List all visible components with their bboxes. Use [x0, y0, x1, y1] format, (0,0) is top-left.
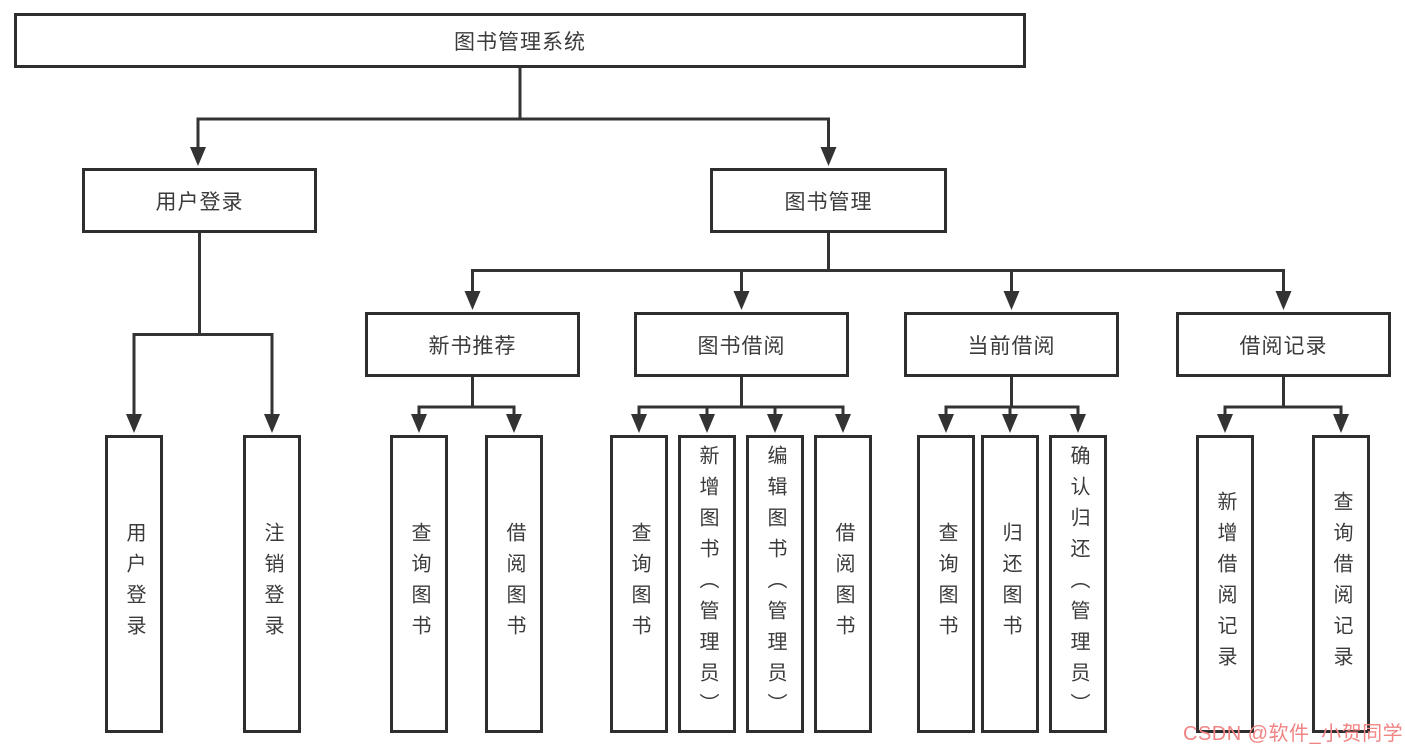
leaf-record-query-label: 查询借阅记录: [1330, 491, 1352, 677]
leaf-current-confirm-return-admin: 确认归还（管理员）: [1049, 435, 1107, 733]
node-current-borrow: 当前借阅: [904, 312, 1119, 377]
leaf-recommend-query-book-label: 查询图书: [408, 522, 430, 646]
leaf-current-confirm-return-admin-label: 确认归还（管理员）: [1067, 444, 1089, 724]
leaf-borrow-borrow-book-label: 借阅图书: [832, 522, 854, 646]
leaf-record-add: 新增借阅记录: [1196, 435, 1254, 733]
leaf-current-return-book-label: 归还图书: [999, 522, 1021, 646]
arrowheads-level3: [464, 291, 1292, 310]
leaf-user-login-label: 用户登录: [123, 522, 145, 646]
node-system-root-label: 图书管理系统: [454, 30, 586, 54]
leaf-logout-login: 注销登录: [243, 435, 301, 733]
node-borrow-record: 借阅记录: [1176, 312, 1391, 377]
node-book-management-label: 图书管理: [784, 190, 873, 214]
node-user-login: 用户登录: [82, 168, 317, 233]
connector-user-login-subtree: [132, 233, 274, 416]
node-book-borrow: 图书借阅: [634, 312, 849, 377]
leaf-current-query-book: 查询图书: [917, 435, 975, 733]
leaf-borrow-query-book: 查询图书: [610, 435, 668, 733]
leaf-borrow-add-book-admin-label: 新增图书（管理员）: [696, 444, 718, 724]
leaf-current-return-book: 归还图书: [981, 435, 1039, 733]
node-new-book-recommend-label: 新书推荐: [428, 334, 517, 358]
leaf-user-login: 用户登录: [105, 435, 163, 733]
leaf-current-query-book-label: 查询图书: [935, 522, 957, 646]
node-borrow-record-label: 借阅记录: [1239, 334, 1328, 358]
node-current-borrow-label: 当前借阅: [967, 334, 1056, 358]
node-new-book-recommend: 新书推荐: [365, 312, 580, 377]
leaf-borrow-borrow-book: 借阅图书: [814, 435, 872, 733]
leaf-recommend-borrow-book: 借阅图书: [485, 435, 543, 733]
leaf-borrow-edit-book-admin-label: 编辑图书（管理员）: [764, 444, 786, 724]
leaf-recommend-borrow-book-label: 借阅图书: [503, 522, 525, 646]
leaf-borrow-add-book-admin: 新增图书（管理员）: [678, 435, 736, 733]
leaf-logout-login-label: 注销登录: [261, 522, 283, 646]
leaf-borrow-query-book-label: 查询图书: [628, 522, 650, 646]
connector-book-management-subtree: [471, 233, 1285, 293]
node-system-root: 图书管理系统: [14, 13, 1026, 68]
arrowheads-level2: [190, 147, 837, 166]
csdn-watermark: CSDN @软件_小贺同学: [1183, 723, 1404, 745]
node-user-login-label: 用户登录: [155, 190, 244, 214]
arrowheads-leaves: [411, 414, 1349, 433]
connector-leaf-groups: [417, 377, 1343, 417]
connector-root-to-level2: [196, 68, 830, 149]
node-book-management: 图书管理: [710, 168, 947, 233]
leaf-record-add-label: 新增借阅记录: [1214, 491, 1236, 677]
leaf-recommend-query-book: 查询图书: [390, 435, 448, 733]
leaf-borrow-edit-book-admin: 编辑图书（管理员）: [746, 435, 804, 733]
arrowheads-user-login-subtree: [126, 414, 280, 433]
node-book-borrow-label: 图书借阅: [697, 334, 786, 358]
leaf-record-query: 查询借阅记录: [1312, 435, 1370, 733]
